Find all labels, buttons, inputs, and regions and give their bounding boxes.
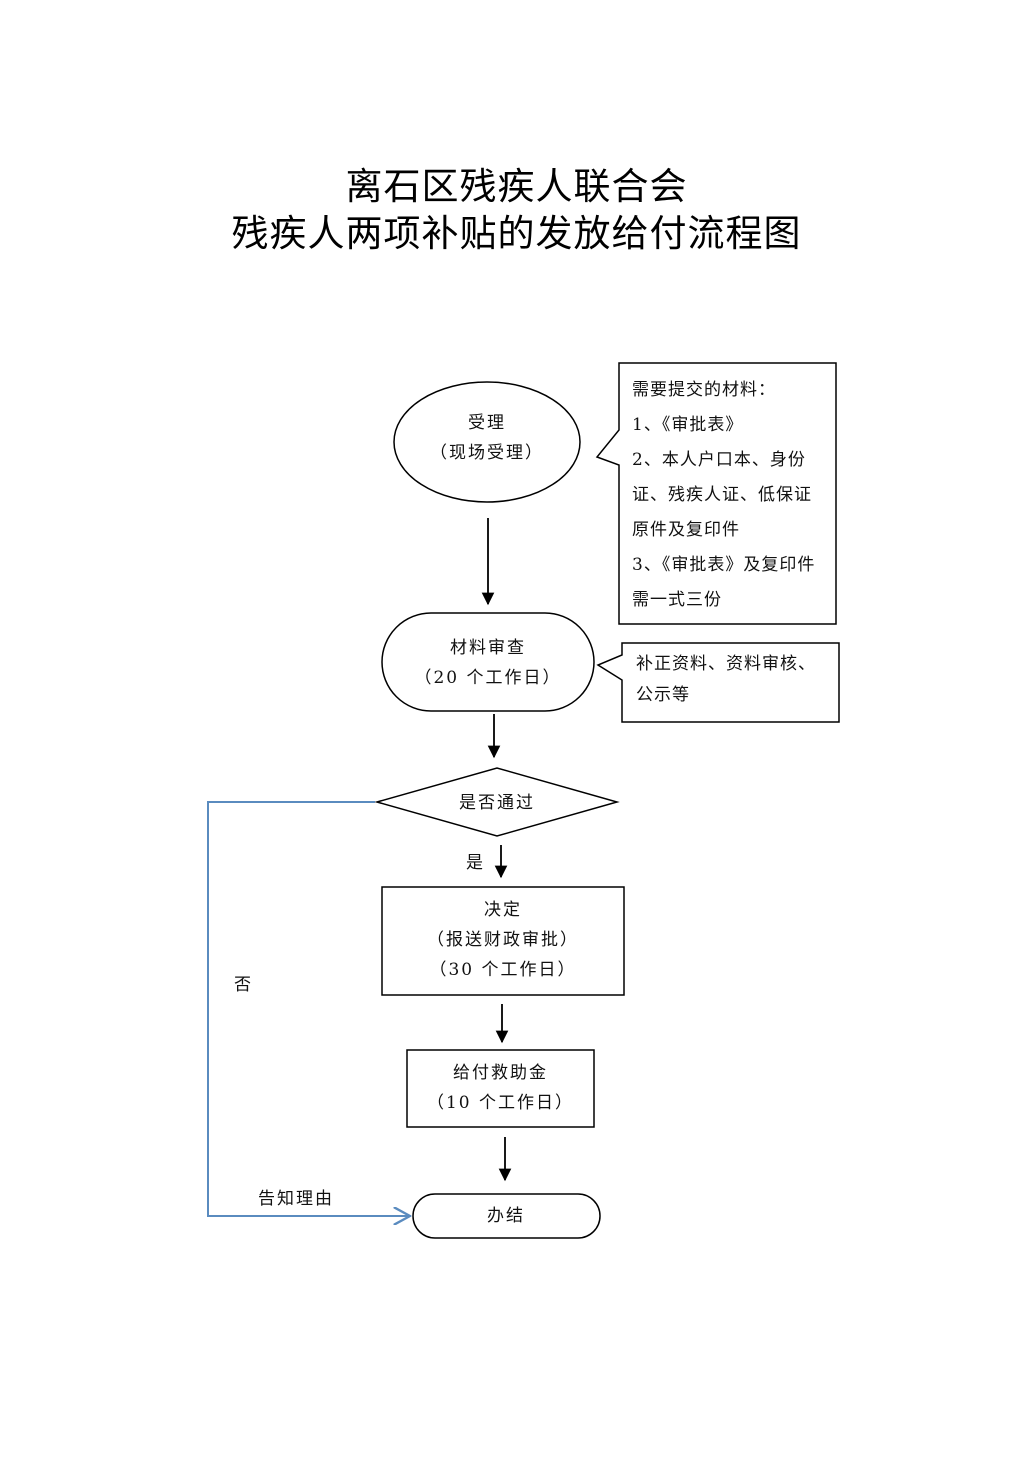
materials-item-1: 1、《审批表》	[632, 415, 744, 435]
pay-node	[406, 1049, 595, 1128]
pay-label-line-1: 给付救助金	[453, 1063, 548, 1083]
decide-node	[381, 886, 625, 996]
pay-label-line-2: （10 个工作日）	[426, 1093, 575, 1113]
decision-label: 是否通过	[459, 793, 535, 813]
reason-label: 告知理由	[258, 1189, 334, 1209]
title-line-1: 离石区残疾人联合会	[345, 165, 688, 208]
done-node	[412, 1193, 601, 1239]
review-label-line-2: （20 个工作日）	[414, 668, 562, 688]
materials-item-3b: 需一式三份	[632, 590, 722, 610]
materials-item-2b: 证、残疾人证、低保证	[632, 485, 812, 505]
decide-label: 决定 （报送财政审批） （30 个工作日）	[392, 895, 614, 985]
review-note: 补正资料、资料审核、 公示等	[636, 649, 836, 711]
accept-node	[393, 381, 581, 503]
materials-item-2a: 2、本人户口本、身份	[632, 450, 806, 470]
yes-label: 是	[466, 853, 485, 873]
materials-heading: 需要提交的材料：	[632, 380, 776, 400]
accept-label: 受理 （现场受理）	[407, 408, 567, 468]
decide-label-line-3: （30 个工作日）	[429, 960, 577, 980]
pay-label: 给付救助金 （10 个工作日）	[412, 1058, 589, 1118]
review-note-line-1: 补正资料、资料审核、	[636, 654, 816, 674]
materials-item-3a: 3、《审批表》及复印件	[632, 555, 816, 575]
review-label-line-1: 材料审查	[450, 638, 526, 658]
review-node	[381, 612, 595, 712]
materials-item-2c: 原件及复印件	[632, 520, 740, 540]
accept-label-line-1: 受理	[468, 413, 506, 433]
review-note-line-2: 公示等	[636, 685, 690, 705]
title-line-2: 残疾人两项补贴的发放给付流程图	[231, 212, 802, 255]
materials-note: 需要提交的材料： 1、《审批表》 2、本人户口本、身份 证、残疾人证、低保证 原…	[632, 373, 832, 618]
materials-callout	[595, 362, 837, 625]
decide-label-line-1: 决定	[484, 900, 522, 920]
reject-path	[207, 801, 410, 1216]
done-label: 办结	[487, 1206, 525, 1226]
accept-label-line-2: （现场受理）	[430, 443, 544, 463]
review-callout	[596, 642, 840, 723]
decision-node	[374, 767, 620, 837]
review-label: 材料审查 （20 个工作日）	[398, 633, 578, 693]
decide-label-line-2: （报送财政审批）	[427, 930, 579, 950]
no-label: 否	[234, 975, 253, 995]
